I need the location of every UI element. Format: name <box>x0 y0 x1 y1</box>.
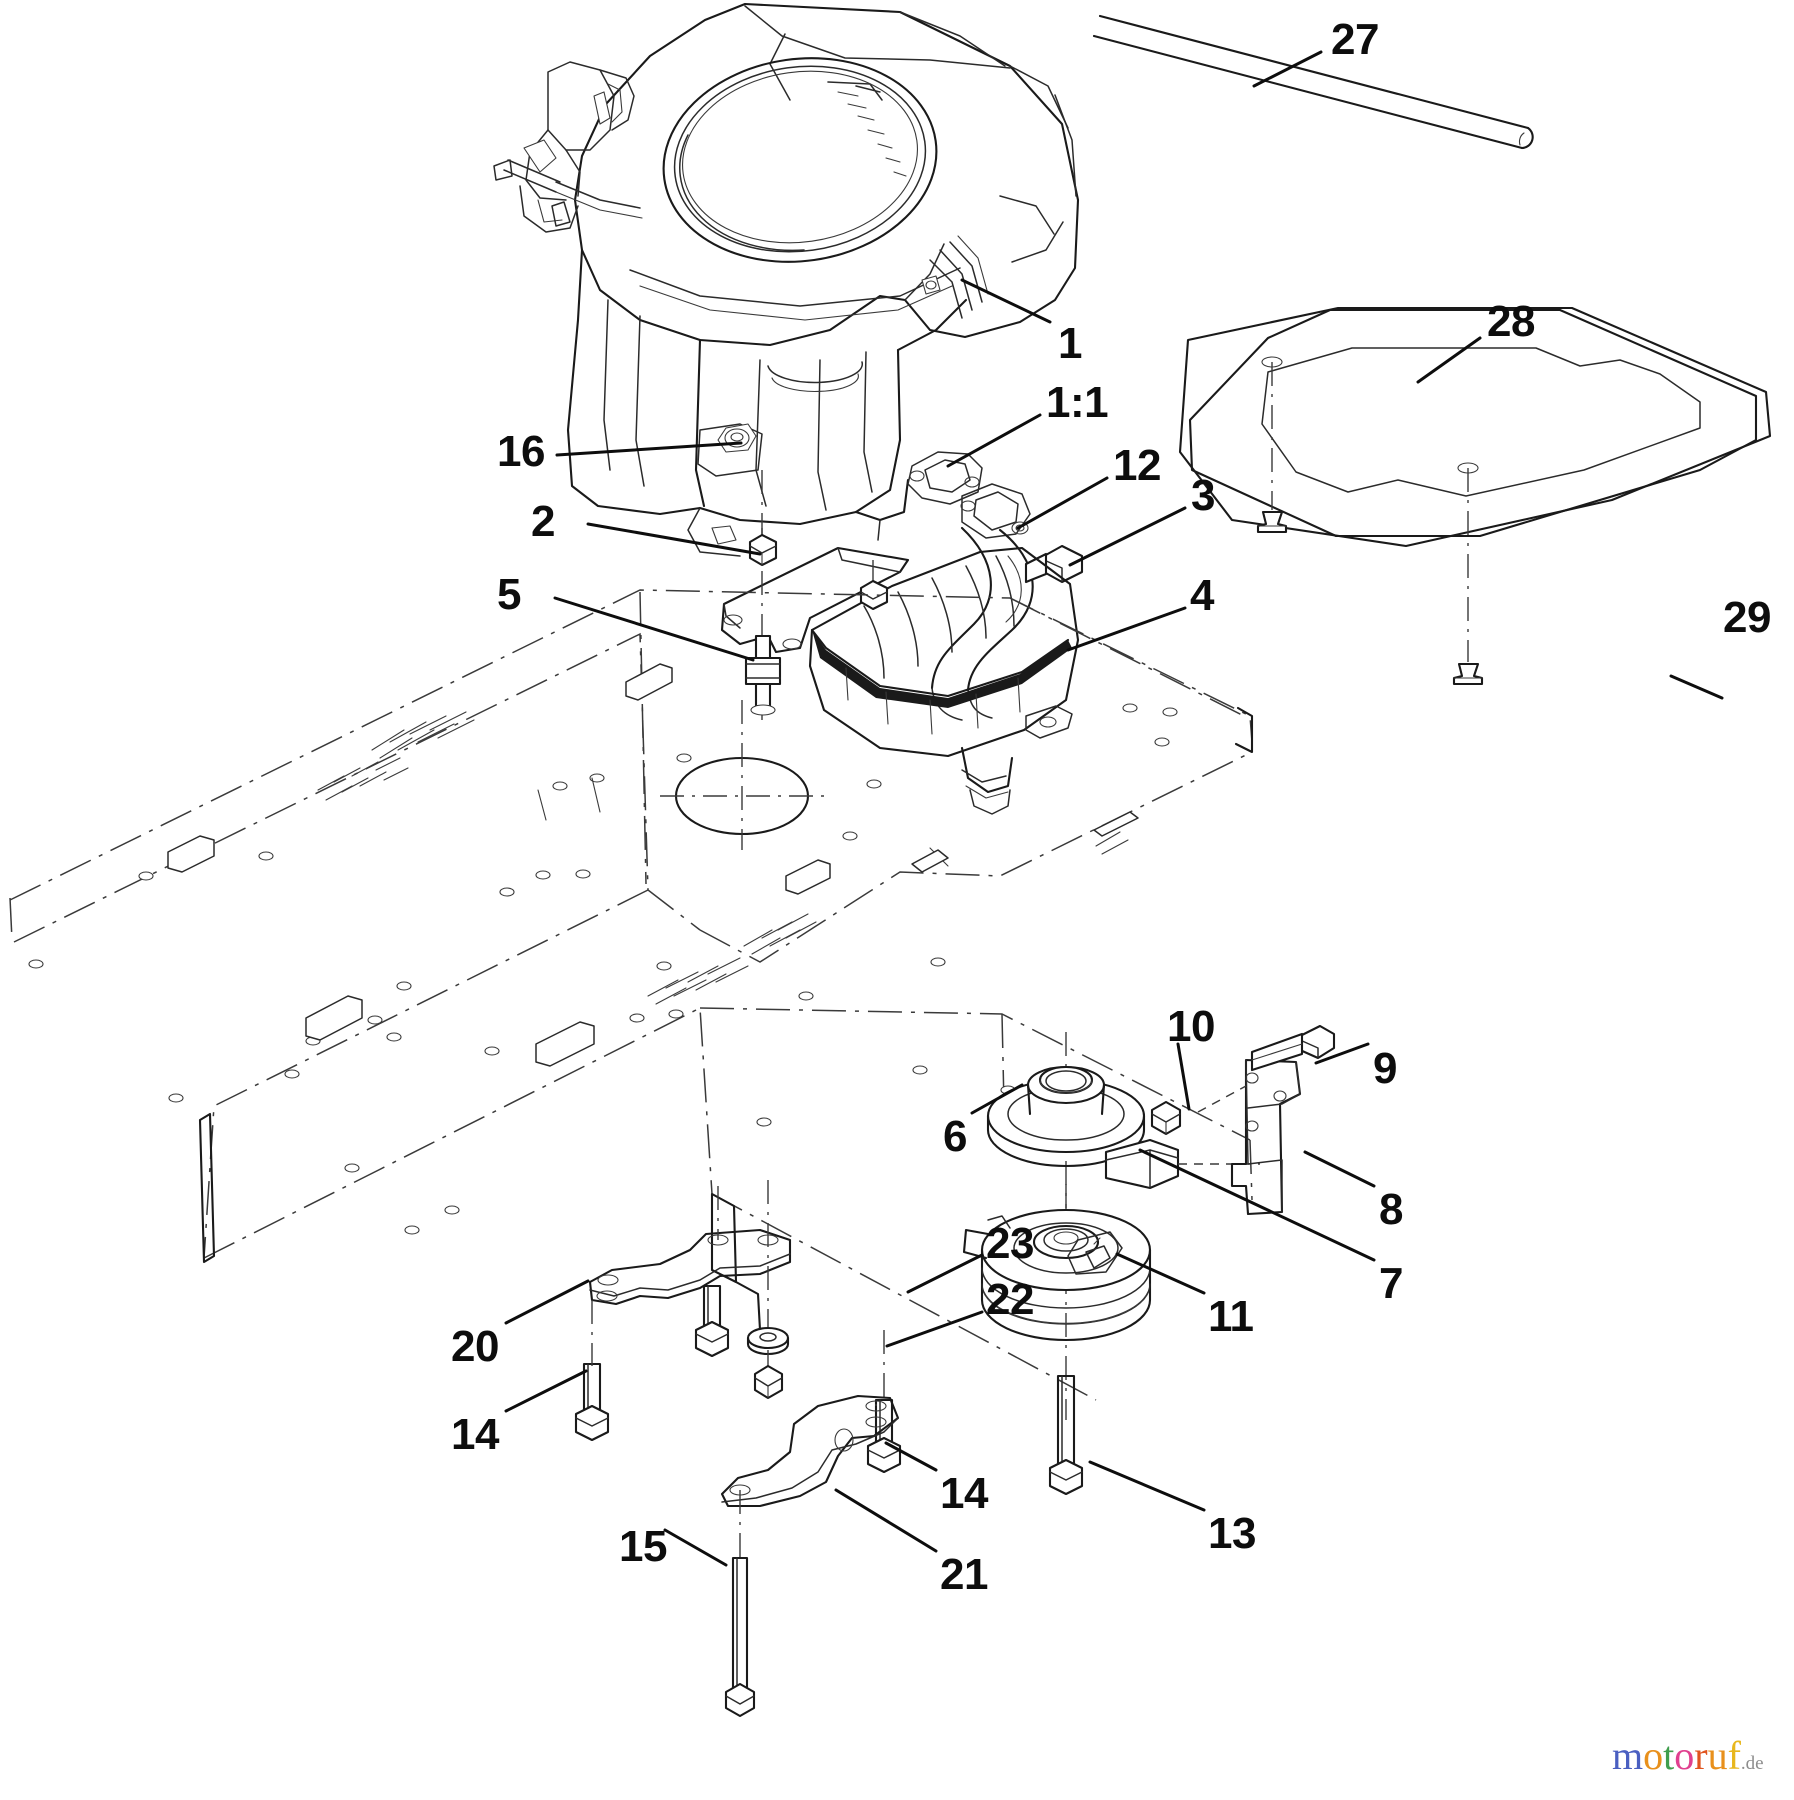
callout-4: 4 <box>1190 571 1214 620</box>
bolt-part-16 <box>555 441 743 457</box>
callout-29: 29 <box>1723 593 1771 642</box>
callout-6: 6 <box>943 1112 967 1161</box>
callout-3: 3 <box>1191 471 1215 520</box>
hose-part-27 <box>1092 14 1534 150</box>
callout-9: 9 <box>1373 1044 1397 1093</box>
callout-16: 16 <box>497 427 545 476</box>
callout-14-b: 14 <box>940 1469 988 1518</box>
callout-13: 13 <box>1208 1509 1256 1558</box>
locknut-part-10 <box>1150 1100 1182 1136</box>
exhaust-elbow-part-12 <box>907 451 1034 721</box>
watermark-letter: o <box>1643 1733 1664 1778</box>
mount-bracket-part-20 <box>588 1180 792 1340</box>
watermark-letter: o <box>1674 1733 1695 1778</box>
callout-23: 23 <box>986 1219 1034 1268</box>
locknut-part-22 <box>753 1350 784 1400</box>
callout-5: 5 <box>497 570 521 619</box>
callout-11: 11 <box>1208 1292 1254 1341</box>
bolt-part-13 <box>1048 1374 1084 1496</box>
callout-1: 1 <box>1058 319 1082 368</box>
bolt-part-14-a <box>574 1300 610 1442</box>
callout-1-1: 1:1 <box>1046 378 1109 427</box>
gasket-part-28 <box>1178 306 1772 548</box>
bolt-part-9 <box>1250 1024 1336 1072</box>
motoruf-watermark: motoruf.de <box>1612 1736 1764 1776</box>
watermark-letter: u <box>1707 1733 1728 1778</box>
screws-part-29 <box>1256 362 1724 700</box>
watermark-letter: f <box>1727 1733 1741 1778</box>
watermark-letter: t <box>1663 1733 1675 1778</box>
bracket-part-8 <box>1197 1058 1302 1216</box>
watermark-letter: r <box>1694 1733 1708 1778</box>
callout-21: 21 <box>940 1550 988 1599</box>
callout-27: 27 <box>1331 15 1379 64</box>
muffler-part-4 <box>808 546 1080 815</box>
bolt-part-15 <box>724 1490 756 1718</box>
callout-10: 10 <box>1167 1002 1215 1051</box>
callout-14-a: 14 <box>451 1410 499 1459</box>
callout-7: 7 <box>1379 1259 1403 1308</box>
bolt-part-14-b <box>694 1284 730 1358</box>
mount-bracket-part-21 <box>720 1394 900 1508</box>
callout-15: 15 <box>619 1522 667 1571</box>
pto-clutch-part-11 <box>962 1184 1152 1420</box>
locknut-part-2 <box>748 470 889 611</box>
callout-22: 22 <box>986 1275 1034 1324</box>
callout-12: 12 <box>1113 441 1161 490</box>
leader-lines <box>504 50 1482 1567</box>
callout-20: 20 <box>451 1322 499 1371</box>
watermark-letter: m <box>1612 1733 1644 1778</box>
callout-2: 2 <box>531 497 555 546</box>
watermark-suffix: .de <box>1740 1753 1764 1774</box>
engine-assembly <box>493 2 1080 557</box>
chassis-frame-phantom <box>9 589 1254 1401</box>
callout-8: 8 <box>1379 1185 1403 1234</box>
callout-28: 28 <box>1487 297 1535 346</box>
